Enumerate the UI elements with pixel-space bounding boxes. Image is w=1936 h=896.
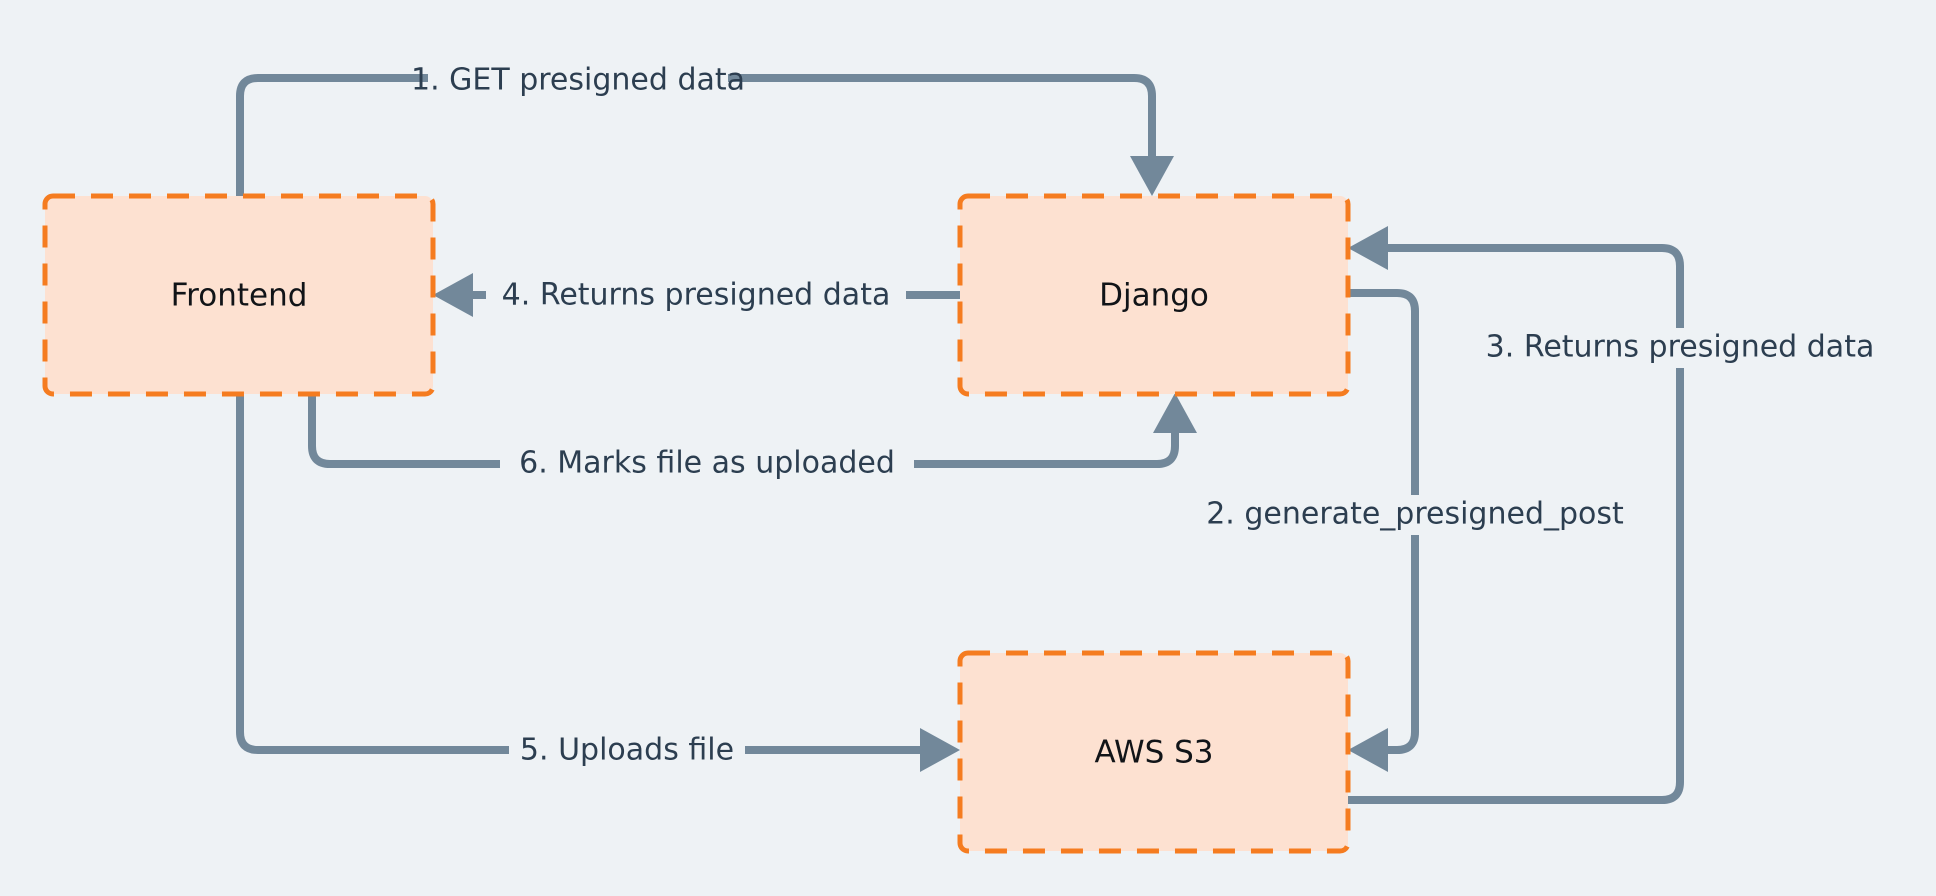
edge-6-marks-file-as-uploaded[interactable]: 6. Marks file as uploaded xyxy=(308,390,1197,484)
edge-6-label: 6. Marks file as uploaded xyxy=(519,446,895,481)
edge-3-returns-presigned-data[interactable]: 3. Returns presigned data xyxy=(1344,226,1889,804)
node-django-label: Django xyxy=(1099,278,1209,314)
edge-4-returns-presigned-data[interactable]: 4. Returns presigned data xyxy=(433,273,964,317)
edge-2-label-bg xyxy=(1195,495,1635,535)
edge-4-arrowhead xyxy=(433,273,473,317)
edge-2-generate-presigned-post[interactable]: 2. generate_presigned_post xyxy=(1195,289,1635,772)
edge-3-label-bg xyxy=(1471,328,1889,368)
edge-3-line xyxy=(1344,244,1684,804)
edge-1-get-presigned-data[interactable]: 1. GET presigned data xyxy=(236,61,1174,200)
node-aws-s3-label: AWS S3 xyxy=(1094,735,1213,771)
edge-5-arrowhead xyxy=(920,728,960,772)
edge-1-arrowhead xyxy=(1130,156,1174,196)
edge-2-arrowhead xyxy=(1348,728,1388,772)
edge-1-label: 1. GET presigned data xyxy=(411,63,745,98)
edge-5-line xyxy=(236,390,931,754)
node-aws-s3[interactable]: AWS S3 xyxy=(957,650,1351,854)
edge-3-label: 3. Returns presigned data xyxy=(1486,330,1875,365)
edge-1-label-bg xyxy=(428,61,728,101)
node-django[interactable]: Django xyxy=(957,193,1351,397)
edge-6-label-bg xyxy=(500,444,914,484)
edge-4-label-bg xyxy=(486,276,906,316)
node-frontend[interactable]: Frontend xyxy=(42,193,436,397)
node-django-box xyxy=(957,193,1351,397)
node-aws-s3-box xyxy=(957,650,1351,854)
node-frontend-box xyxy=(42,193,436,397)
edge-4-label: 4. Returns presigned data xyxy=(502,278,891,313)
edge-5-uploads-file[interactable]: 5. Uploads file xyxy=(236,390,960,772)
edge-5-label-bg xyxy=(509,731,745,771)
edge-5-label: 5. Uploads file xyxy=(520,733,734,768)
edge-3-arrowhead xyxy=(1348,226,1388,270)
edge-6-arrowhead xyxy=(1153,393,1197,433)
edge-2-label: 2. generate_presigned_post xyxy=(1206,497,1624,532)
node-frontend-label: Frontend xyxy=(171,278,308,314)
